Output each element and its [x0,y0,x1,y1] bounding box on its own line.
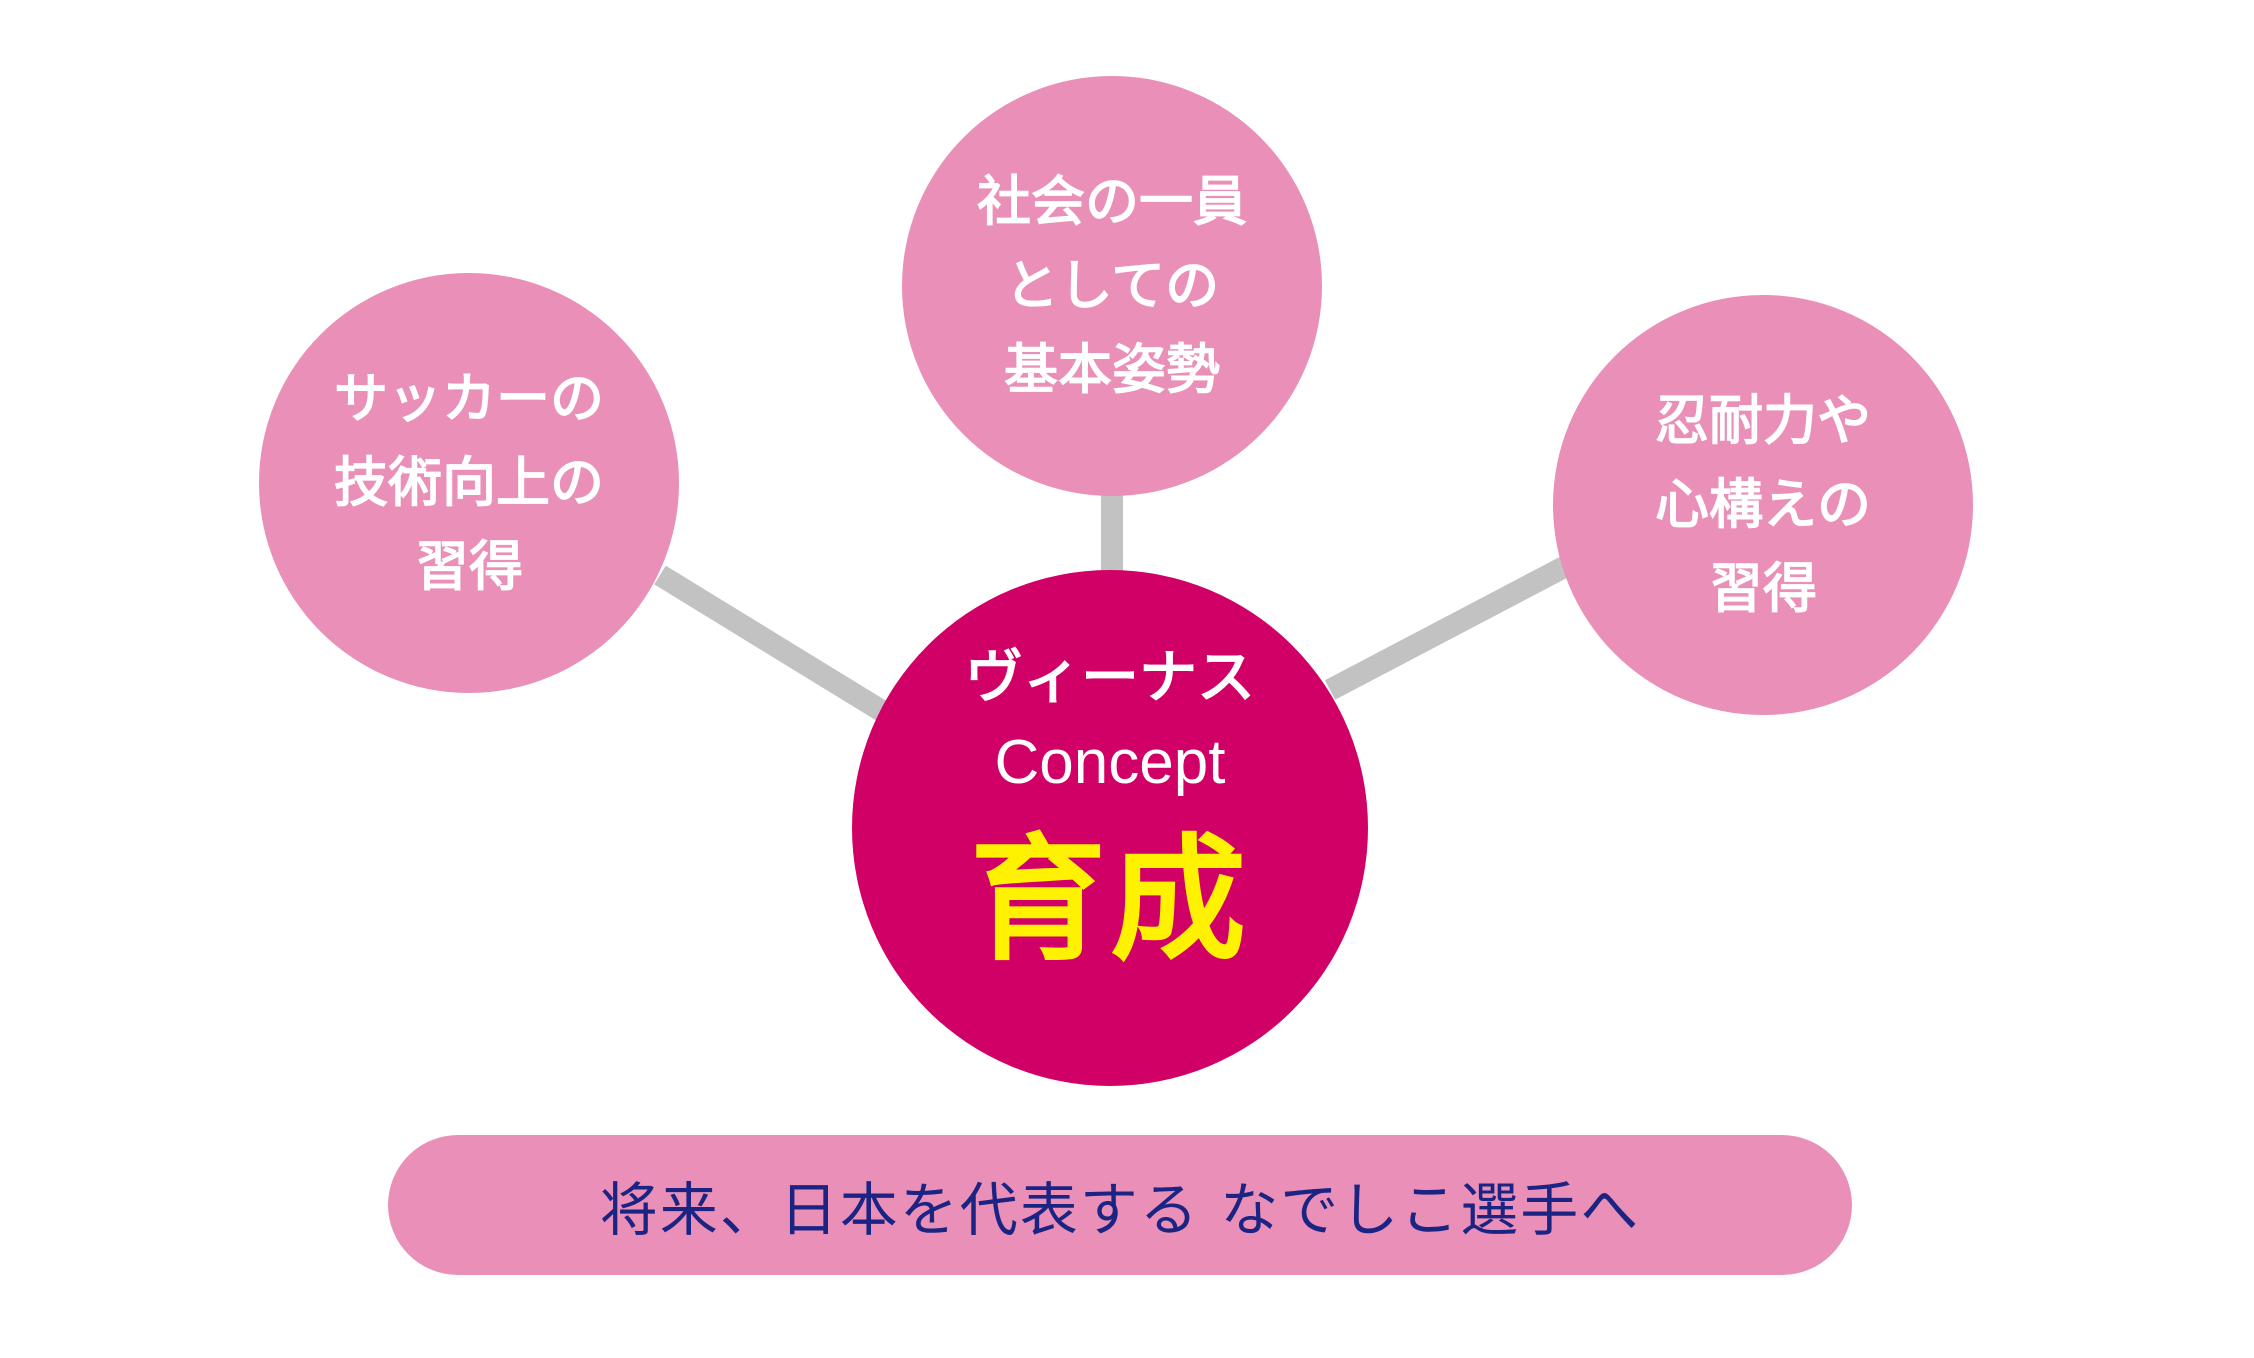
center-concept-node: ヴィーナス Concept 育成 [852,570,1368,1086]
node-line: としての [1004,254,1220,317]
goal-node-soccer-skills: サッカーの 技術向上の 習得 [259,273,679,693]
node-line: 技術向上の [334,451,604,514]
connector-left [654,565,891,723]
node-line: 習得 [1709,557,1817,620]
center-concept-title: ヴィーナス [964,643,1255,711]
connector-right [1324,555,1574,700]
node-line: 忍耐力や [1655,389,1871,452]
goal-banner-text: 将来、日本を代表する なでしこ選手へ [599,1176,1641,1244]
node-line: 基本姿勢 [1004,338,1220,401]
goal-node-social-attitude: 社会の一員 としての 基本姿勢 [902,76,1322,496]
goal-node-perseverance: 忍耐力や 心構えの 習得 [1553,295,1973,715]
center-concept-keyword: 育成 [970,822,1250,980]
node-line: サッカーの [334,367,604,430]
center-concept-subtitle: Concept [994,728,1226,797]
goal-banner: 将来、日本を代表する なでしこ選手へ [388,1135,1852,1275]
node-line: 社会の一員 [977,170,1247,233]
node-line: 心構えの [1655,473,1871,536]
node-line: 習得 [415,535,523,598]
